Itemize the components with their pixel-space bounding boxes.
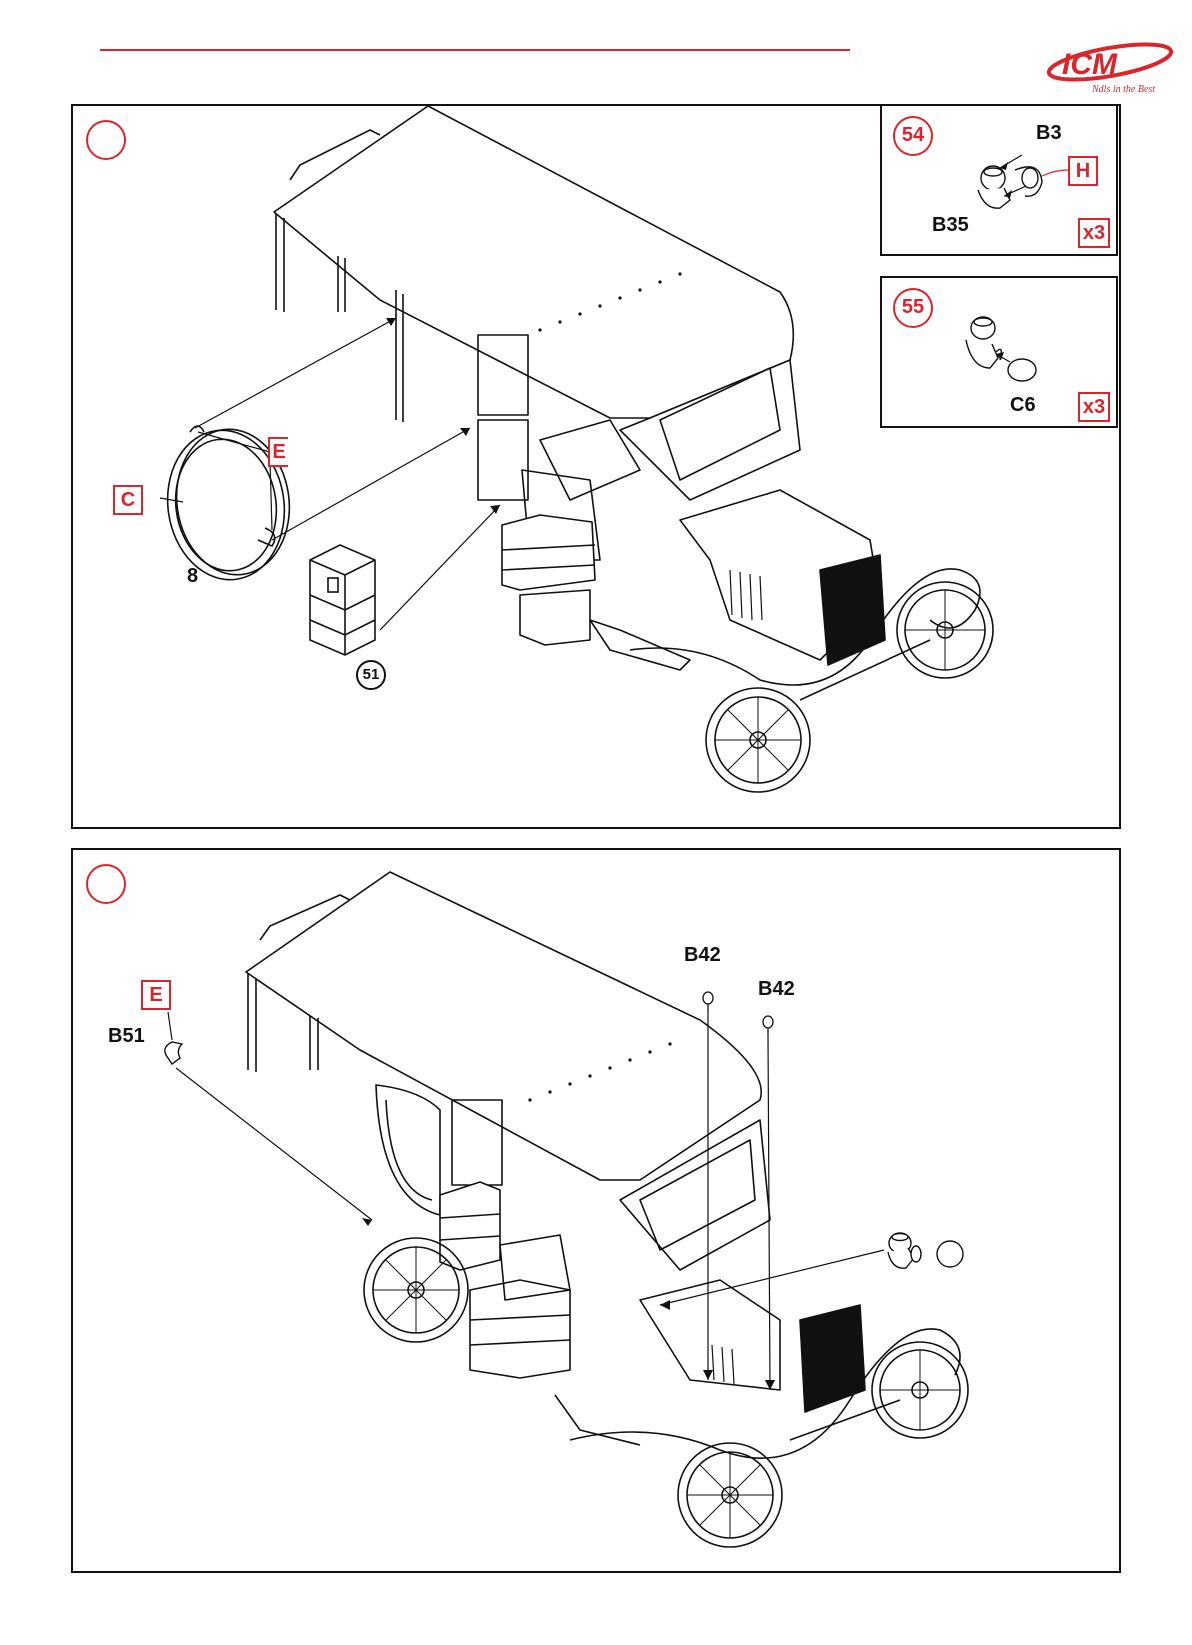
part-label-b42-left: B42 [684, 944, 721, 967]
part-label-b42-right: B42 [758, 978, 795, 1001]
lamp-step-reference-circle [937, 1241, 963, 1267]
part-label-e-bottom: E [141, 980, 171, 1010]
part-label-b51: B51 [108, 1025, 145, 1048]
